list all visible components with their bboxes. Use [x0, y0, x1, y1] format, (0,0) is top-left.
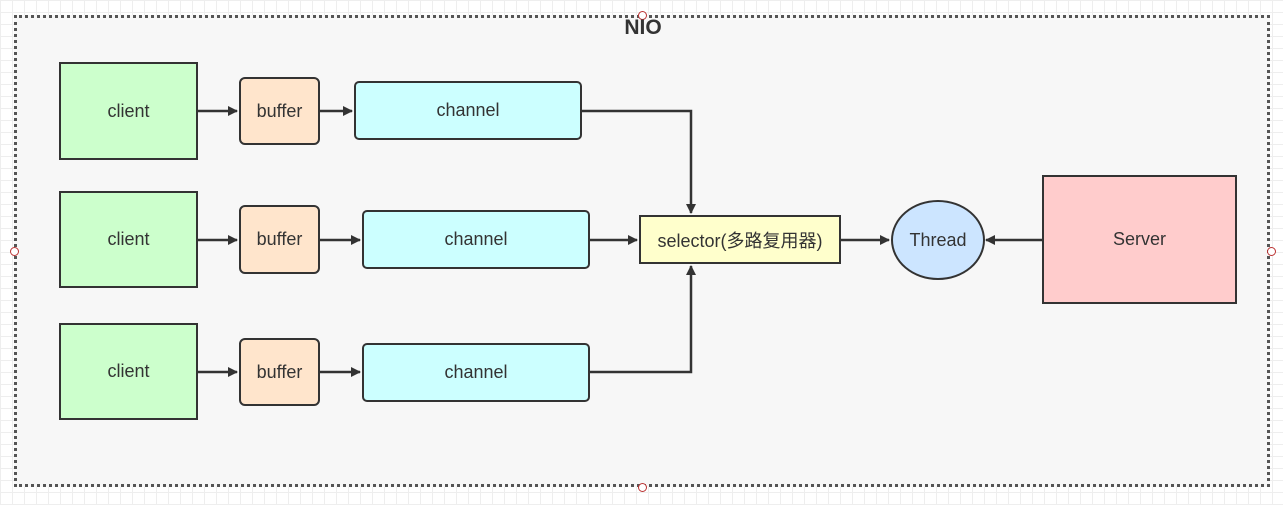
server-node[interactable]: Server [1042, 175, 1237, 304]
buffer-node-2-label: buffer [256, 229, 303, 249]
buffer-node-1[interactable]: buffer [239, 77, 320, 145]
selector-node[interactable]: selector(多路复用器) [639, 215, 841, 264]
client-node-3[interactable]: client [59, 323, 198, 420]
client-node-2-label: client [107, 229, 150, 249]
channel-node-3-label: channel [444, 362, 508, 382]
buffer-node-3[interactable]: buffer [239, 338, 320, 406]
resize-handle-right[interactable] [1267, 247, 1276, 256]
diagram-title: NIO [624, 16, 662, 39]
server-node-label: Server [1112, 229, 1166, 249]
thread-node[interactable]: Thread [891, 200, 985, 280]
client-node-2[interactable]: client [59, 191, 198, 288]
channel-node-2[interactable]: channel [362, 210, 590, 269]
buffer-node-3-label: buffer [256, 361, 303, 382]
buffer-node-1-label: buffer [256, 100, 303, 121]
channel-node-3[interactable]: channel [362, 343, 590, 402]
edge-channel1-selector[interactable] [582, 109, 696, 214]
buffer-node-2[interactable]: buffer [239, 205, 320, 274]
resize-handle-bottom[interactable] [638, 483, 647, 492]
client-node-3-label: client [107, 361, 150, 381]
channel-node-2-label: channel [444, 229, 508, 249]
client-node-1-label: client [107, 100, 150, 121]
edge-channel3-selector[interactable] [590, 265, 696, 374]
channel-node-1[interactable]: channel [354, 81, 582, 140]
thread-node-label: Thread [909, 229, 967, 250]
selector-node-label: selector(多路复用器) [657, 230, 823, 251]
client-node-1[interactable]: client [59, 62, 198, 160]
resize-handle-left[interactable] [10, 247, 19, 256]
channel-node-1-label: channel [436, 100, 500, 120]
resize-handle-top[interactable] [638, 11, 647, 20]
